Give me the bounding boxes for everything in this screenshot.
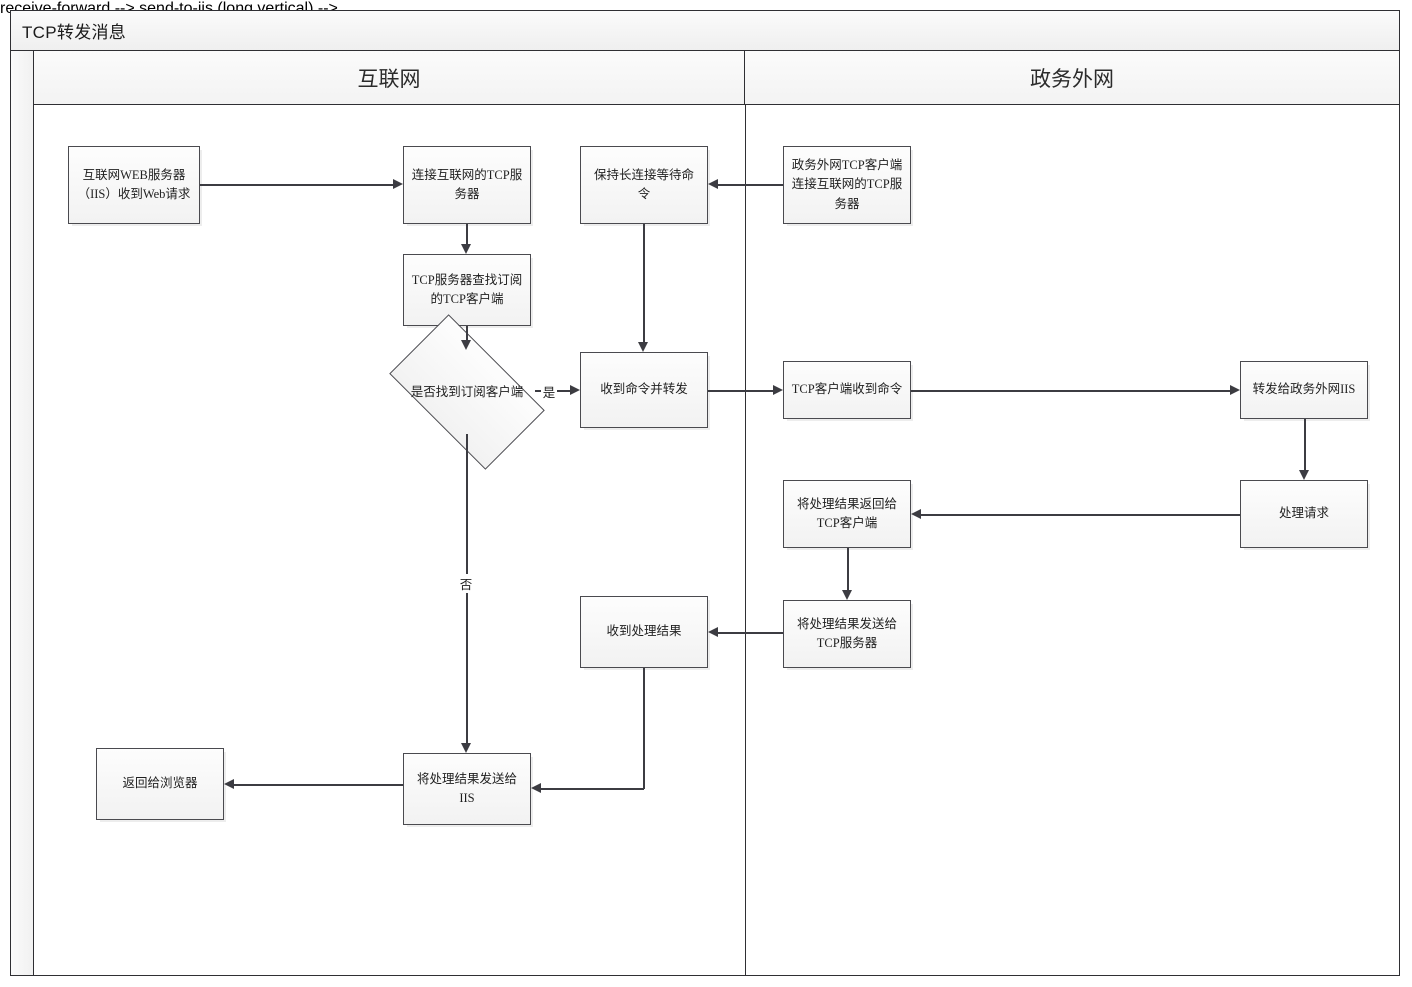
edge-handle-to-return-client <box>921 514 1240 516</box>
node-client-connect[interactable]: 政务外网TCP客户端连接互联网的TCP服务器 <box>783 146 911 224</box>
node-send-to-server[interactable]: 将处理结果发送给TCP服务器 <box>783 600 911 668</box>
arrowhead-decision-no <box>461 743 471 753</box>
node-return-to-client[interactable]: 将处理结果返回给TCP客户端 <box>783 480 911 548</box>
node-receive-forward[interactable]: 收到命令并转发 <box>580 352 708 428</box>
edge-forward-iis-to-handle <box>1304 419 1306 470</box>
arrowhead-to-return-to-client <box>911 509 921 519</box>
arrowhead-to-receive-forward <box>638 342 648 352</box>
edge-return-client-to-send-server <box>847 548 849 590</box>
edge-find-subscriber-to-decision <box>466 326 468 340</box>
arrowhead-to-handle-request <box>1299 470 1309 480</box>
lane-divider <box>745 105 746 975</box>
pool-header-strip <box>11 51 34 975</box>
edge-web-request-to-connect <box>200 184 393 186</box>
arrowhead-to-decision <box>461 340 471 350</box>
edge-send-iis-to-return-browser <box>234 784 403 786</box>
node-receive-result[interactable]: 收到处理结果 <box>580 596 708 668</box>
node-return-browser[interactable]: 返回给浏览器 <box>96 748 224 820</box>
decision-label: 是否找到订阅客户端 <box>410 384 524 399</box>
edge-keepalive-to-receive-forward <box>643 224 645 342</box>
node-send-to-iis[interactable]: 将处理结果发送给IIS <box>403 753 531 825</box>
node-forward-to-iis[interactable]: 转发给政务外网IIS <box>1240 361 1368 419</box>
arrowhead-to-connect-tcp-server <box>393 179 403 189</box>
arrowhead-to-forward-iis <box>1230 385 1240 395</box>
arrowhead-to-find-subscriber <box>461 244 471 254</box>
arrowhead-to-send-to-server <box>842 590 852 600</box>
node-handle-request[interactable]: 处理请求 <box>1240 480 1368 548</box>
lane-header-gov-extranet: 政务外网 <box>745 51 1399 105</box>
node-connect-tcp-server[interactable]: 连接互联网的TCP服务器 <box>403 146 531 224</box>
arrowhead-to-client-received <box>773 385 783 395</box>
arrowhead-to-receive-result <box>708 627 718 637</box>
arrowhead-to-send-to-iis <box>531 783 541 793</box>
edge-label-no: 否 <box>457 574 475 593</box>
edge-label-yes: 是 <box>541 382 557 401</box>
arrowhead-to-return-browser <box>224 779 234 789</box>
edge-client-connect-to-keepalive <box>718 184 783 186</box>
edge-receive-result-down <box>643 668 645 789</box>
node-client-received[interactable]: TCP客户端收到命令 <box>783 361 911 419</box>
arrowhead-to-keep-alive <box>708 179 718 189</box>
edge-send-server-to-receive-result <box>718 632 783 634</box>
edge-receive-forward-to-client <box>708 390 773 392</box>
node-web-request[interactable]: 互联网WEB服务器（IIS）收到Web请求 <box>68 146 200 224</box>
arrowhead-decision-yes <box>570 385 580 395</box>
node-find-subscriber[interactable]: TCP服务器查找订阅的TCP客户端 <box>403 254 531 326</box>
edge-receive-result-to-send-iis <box>541 788 644 790</box>
node-found-decision[interactable]: 是否找到订阅客户端 <box>389 314 545 470</box>
edge-client-received-to-forward-iis <box>911 390 1230 392</box>
lane-header-internet: 互联网 <box>34 51 745 105</box>
edge-connect-to-find-subscriber <box>466 224 468 244</box>
diagram-title: TCP转发消息 <box>11 11 1399 51</box>
node-keep-alive[interactable]: 保持长连接等待命令 <box>580 146 708 224</box>
